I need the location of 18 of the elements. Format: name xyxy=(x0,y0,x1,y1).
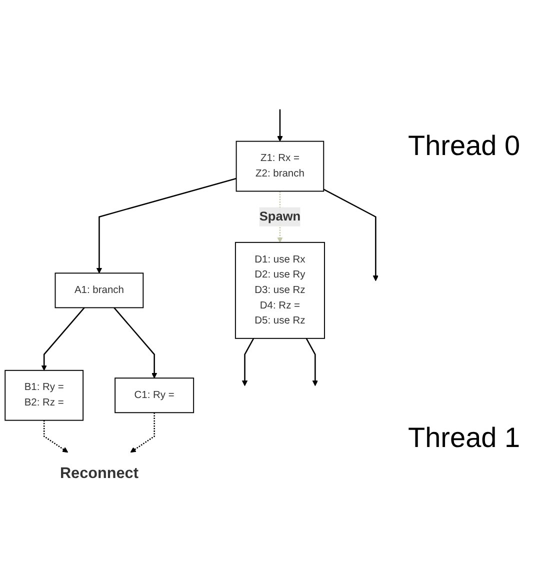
node-box: Z1: Rx = Z2: branch xyxy=(236,140,324,192)
arrow xyxy=(96,178,236,274)
arrow xyxy=(323,188,378,281)
node-box: B1: Ry = B2: Rz = xyxy=(4,370,84,420)
arrow xyxy=(114,306,158,378)
node-box: A1: branch xyxy=(54,272,144,308)
arrow xyxy=(41,306,85,370)
arrow xyxy=(43,420,68,452)
arrow xyxy=(277,108,283,142)
arrow xyxy=(306,338,318,386)
thread-label: Thread 1 xyxy=(408,422,522,454)
thread-label: Thread 0 xyxy=(408,130,522,162)
node-box: D1: use Rx D2: use Ry D3: use Rz D4: Rz = D5: use Rz xyxy=(234,242,325,339)
node-box: C1: Ry = xyxy=(114,377,194,413)
node-text: Reconnect xyxy=(60,464,138,482)
edge-label: Spawn xyxy=(259,209,301,224)
arrow xyxy=(130,412,155,452)
arrow xyxy=(242,338,254,386)
